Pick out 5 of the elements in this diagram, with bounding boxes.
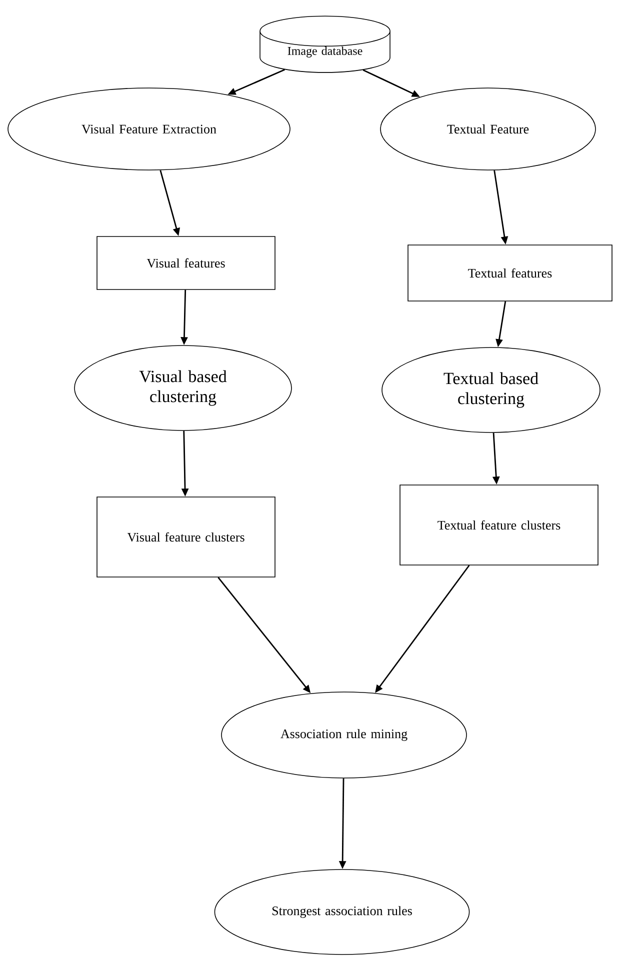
process-box: Visual features	[96, 236, 276, 290]
process-box: Textual feature clusters	[400, 484, 598, 566]
database-cylinder: Image database	[260, 16, 390, 73]
process-box: Visual feature clusters	[96, 496, 276, 578]
process-box: Textual features	[408, 244, 612, 302]
